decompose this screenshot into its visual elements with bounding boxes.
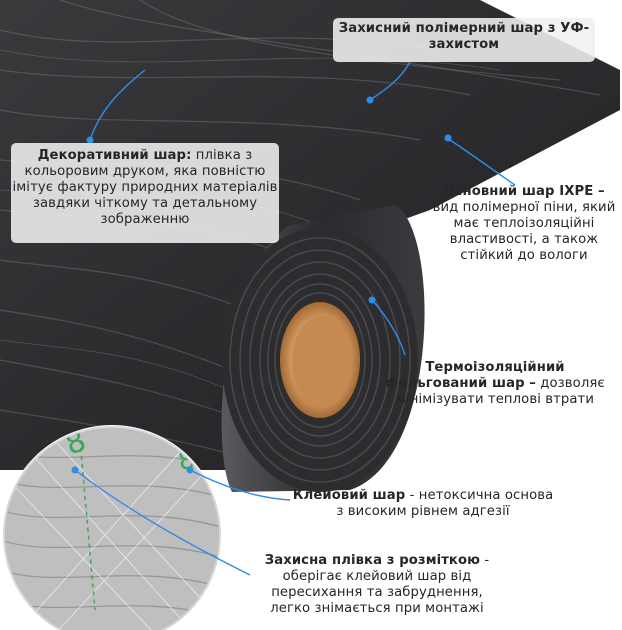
label-glue-text: - нетоксична основа з високим рівнем адг… [336, 488, 554, 519]
label-decor-text: плівка з кольоровим друком, яка повністю… [12, 148, 278, 227]
label-film-title: Захисна плівка з розміткою [264, 553, 481, 568]
label-adhesive-layer: Клейовий шар - нетоксична основа з висок… [292, 488, 554, 520]
label-ixpe-layer: Основний шар IXPE – вид полімерної піни,… [430, 184, 618, 264]
label-thermo-title: Термоізоляційний фольгований шар – [385, 360, 565, 391]
label-thermo-foil-layer: Термоізоляційний фольгований шар – дозво… [385, 360, 605, 408]
label-glue-title: Клейовий шар [292, 488, 406, 503]
label-ixpe-title: Основний шар IXPE – [443, 184, 605, 199]
label-decorative-layer: Декоративний шар: плівка з кольоровим др… [11, 143, 279, 243]
label-film-text: - оберігає клейовий шар від пересихання … [270, 553, 490, 616]
label-protective-film: Захисна плівка з розміткою - оберігає кл… [254, 553, 500, 617]
label-uv-protective-layer: Захисний полімерний шар з УФ-захистом [333, 18, 595, 62]
label-decor-title: Декоративний шар: [37, 148, 192, 163]
inset-foil-closeup: 8 8 [2, 425, 222, 630]
label-uv-title: Захисний полімерний шар з УФ-захистом [338, 21, 590, 52]
roll-end [222, 228, 418, 492]
label-thermo-text: дозволяє мінімізувати теплові втрати [395, 376, 605, 407]
label-ixpe-text: вид полімерної піни, який має теплоізоля… [432, 200, 616, 263]
pointer-lines [74, 61, 516, 576]
